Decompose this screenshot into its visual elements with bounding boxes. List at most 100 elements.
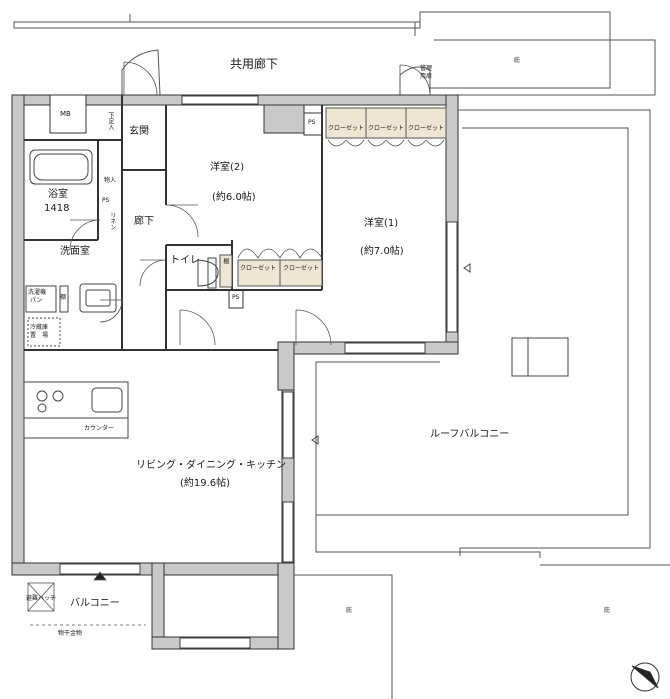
label-washer-pan-2: パン [30, 297, 43, 304]
roof-balcony-outer [434, 39, 656, 556]
label-western2-name: 洋室(2) [210, 162, 245, 173]
label-eaves-top: 庇 [514, 57, 521, 64]
label-mb: MB [60, 110, 71, 118]
doors [69, 61, 431, 346]
eaves-bottom-left [292, 574, 393, 699]
closet-door-5 [279, 248, 323, 259]
label-closet-2: クローゼット [368, 125, 405, 132]
wash-basin-inner [85, 289, 111, 307]
stove-burner-1 [36, 390, 48, 402]
closet-door-4 [237, 248, 281, 259]
closet-w2-1 [237, 259, 281, 287]
window-western2 [181, 95, 259, 105]
label-closet-5: クローゼット [283, 265, 320, 272]
label-toilet: トイレ [170, 255, 200, 266]
marker-ldk [311, 435, 319, 445]
wall-ps-block [263, 104, 305, 134]
wall-bay-right [277, 562, 295, 650]
stove-burner-2 [52, 390, 64, 402]
closet-w2-2 [279, 259, 323, 287]
label-linen: リネン [108, 212, 116, 230]
label-ps-main: PS [308, 119, 316, 126]
window-ldk-1 [282, 391, 294, 459]
window-western1-bottom [344, 342, 426, 354]
partitions [24, 95, 323, 351]
wash-shelf [59, 285, 69, 313]
label-shoe-box: 下足入 [106, 112, 114, 130]
door-toilet [139, 259, 167, 287]
marker-western1 [463, 263, 471, 273]
closet-doors [237, 139, 445, 259]
door-ldk [179, 309, 216, 346]
kitchen-sink [91, 387, 123, 413]
closet-door-2 [367, 139, 405, 147]
label-ldk-size: (約19.6帖) [180, 478, 231, 489]
label-washroom: 洗面室 [60, 246, 90, 257]
roof-pillar-base [527, 337, 569, 377]
entrance-porch [121, 49, 161, 96]
label-tana: 棚 [221, 258, 229, 264]
label-bathroom-size: 1418 [44, 203, 70, 214]
wall-left [11, 94, 25, 574]
washer-pan [25, 285, 57, 313]
bath-fixtures [25, 149, 219, 347]
balcony-arrow [93, 571, 107, 581]
roof-balcony-inner [315, 127, 629, 516]
wash-basin [79, 283, 117, 313]
label-storage: 物入 [104, 177, 117, 184]
mb-box [49, 94, 87, 134]
counter-top [23, 417, 129, 439]
toilet-storage [219, 254, 233, 288]
label-western2-size: (約6.0帖) [212, 192, 256, 203]
wall-ldk-bottom-right [151, 562, 295, 576]
roof-bracket [511, 337, 569, 377]
windows [59, 95, 458, 649]
label-washer-pan-1: 洗濯機 [28, 289, 47, 296]
label-clothes-rack: 物干金物 [58, 630, 83, 637]
toilet-tank [207, 257, 217, 289]
label-evac-hatch: 避難ハッチ [26, 595, 57, 602]
kitchen [23, 381, 129, 439]
label-hallway: 廊下 [134, 216, 154, 227]
label-ps-toilet: PS [232, 294, 240, 301]
label-ldk-name: リビング・ダイニング・キッチン [136, 460, 286, 471]
label-western1-name: 洋室(1) [364, 218, 399, 229]
fridge-space [27, 317, 61, 347]
door-western2 [165, 204, 199, 238]
wall-balcony-right [151, 562, 165, 650]
closets [219, 107, 447, 288]
balcony-details [27, 571, 146, 626]
label-balcony: バルコニー [70, 598, 120, 609]
label-common-corridor: 共用廊下 [230, 57, 279, 71]
label-counter: カウンター [84, 425, 115, 432]
label-western1-size: (約7.0帖) [360, 246, 404, 257]
label-mgmt-1: 管理 [420, 65, 433, 72]
front-door [123, 61, 158, 96]
label-bathroom-name: 浴室 [48, 189, 68, 200]
label-closet-4: クローゼット [240, 265, 277, 272]
label-mgmt-2: 用扉 [420, 73, 433, 80]
evac-hatch-x2 [27, 582, 55, 612]
stove-burner-3 [37, 403, 47, 413]
label-eaves-bottom-left: 庇 [346, 607, 353, 614]
closet-w1-1 [325, 107, 367, 139]
closet-w1-3 [405, 107, 447, 139]
label-shelf: 棚 [60, 294, 67, 301]
door-bath [69, 219, 101, 251]
closet-w1-2 [365, 107, 407, 139]
window-western1 [446, 221, 458, 333]
label-eaves-bottom-right: 庇 [604, 607, 611, 614]
corridor-handrail [13, 21, 421, 29]
label-ps-bath: PS [102, 197, 110, 204]
door-wash [99, 299, 123, 323]
bathtub [29, 149, 93, 185]
label-entrance: 玄関 [129, 126, 149, 137]
closet-door-3 [407, 139, 445, 147]
label-fridge-1: 冷蔵庫 [30, 324, 49, 331]
roof-balcony-rail [315, 515, 541, 558]
bathtub-inner [33, 153, 89, 181]
door-western1 [295, 309, 332, 346]
evac-hatch [27, 582, 55, 612]
roof-pillar [511, 337, 529, 377]
